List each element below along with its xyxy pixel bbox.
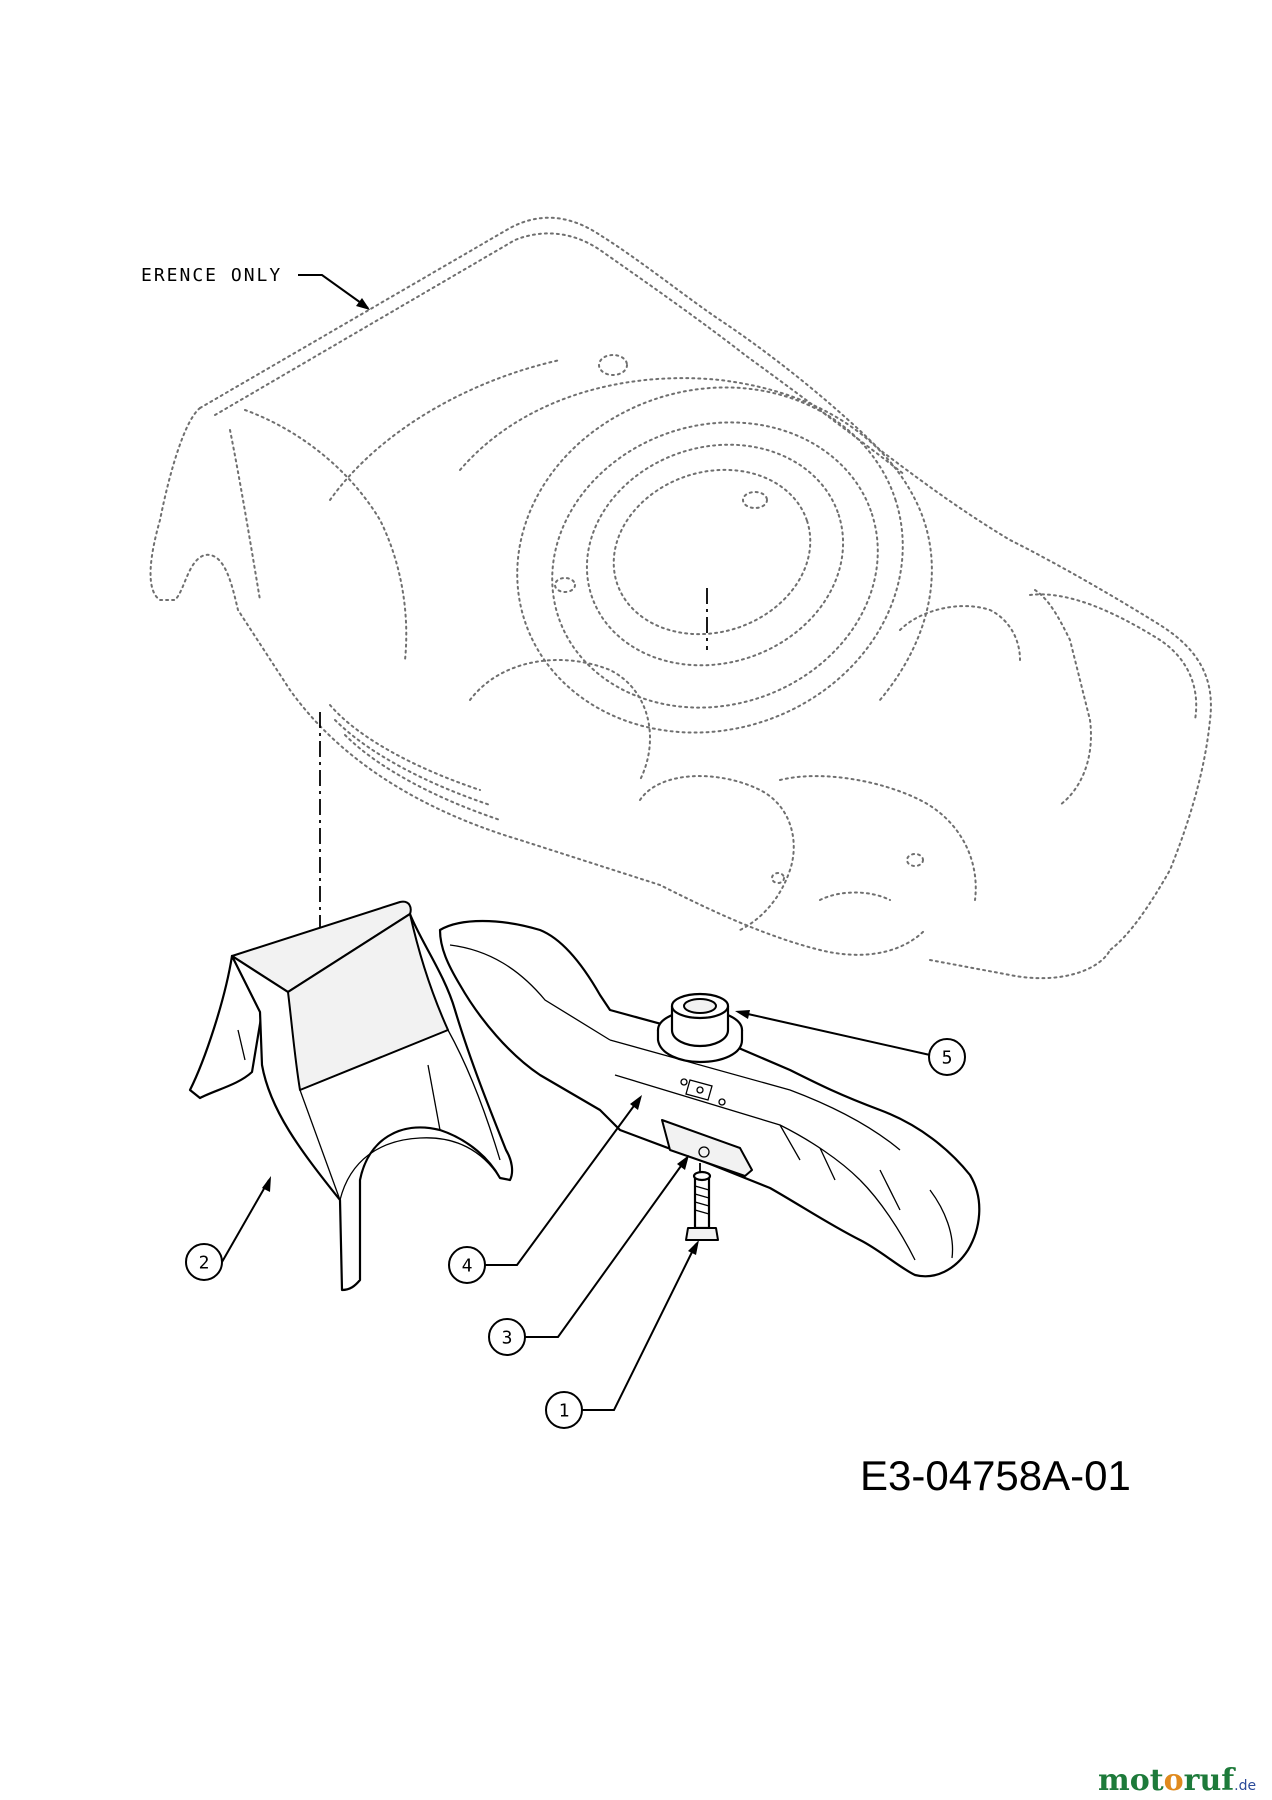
part-1-blade-bolt	[685, 1170, 719, 1241]
watermark-de: .de	[1234, 1778, 1256, 1794]
diagram-part-number: E3-04758A-01	[860, 1452, 1131, 1499]
reference-only-text: ERENCE ONLY	[141, 265, 282, 286]
callout-3: 3	[488, 1318, 526, 1356]
callout-5-arrowhead-icon	[735, 1010, 750, 1019]
callout-3-arrowhead-icon	[677, 1155, 689, 1170]
callout-2-arrowhead-icon	[262, 1176, 271, 1192]
callout-4-number: 4	[462, 1256, 473, 1277]
callout-5: 5	[928, 1038, 966, 1076]
reference-only-label: ERENCE ONLY	[141, 265, 370, 310]
callout-4-arrowhead-icon	[630, 1095, 642, 1110]
watermark-o: o	[1164, 1763, 1184, 1798]
motoruf-watermark-logo: motoruf.de	[1098, 1763, 1256, 1798]
watermark-mot: mot	[1098, 1763, 1164, 1798]
reference-arrowhead-icon	[356, 298, 370, 310]
mower-deck-outline	[149, 216, 1212, 980]
part-3-blade-support	[661, 1119, 753, 1177]
callout-5-number: 5	[942, 1048, 953, 1069]
callout-5-leader	[738, 1011, 931, 1056]
callout-1-number: 1	[559, 1401, 570, 1422]
watermark-text: motoruf.de	[1098, 1763, 1256, 1798]
callout-3-leader	[525, 1158, 687, 1338]
part-5-blade-adapter	[656, 992, 744, 1064]
callout-2-leader	[221, 1179, 270, 1263]
callout-1-leader	[582, 1243, 697, 1411]
watermark-ruf: ruf	[1184, 1763, 1237, 1798]
callout-4: 4	[448, 1246, 486, 1284]
callout-4-leader	[485, 1098, 640, 1266]
callout-2: 2	[185, 1243, 223, 1281]
part-4-blade	[438, 919, 981, 1278]
callout-3-number: 3	[502, 1328, 513, 1349]
callout-1-arrowhead-icon	[688, 1240, 699, 1255]
callout-1: 1	[545, 1391, 583, 1429]
reference-leader-line	[298, 274, 369, 309]
part-2-mulch-insert	[188, 900, 514, 1292]
callout-2-number: 2	[199, 1253, 210, 1274]
